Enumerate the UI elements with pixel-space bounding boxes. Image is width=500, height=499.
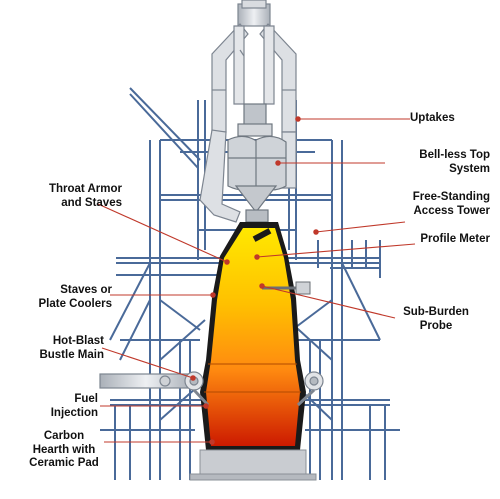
furnace-body bbox=[200, 222, 311, 450]
label-free-standing-tower: Free-Standing Access Tower bbox=[412, 191, 490, 217]
bellless-top-hoppers bbox=[227, 103, 287, 223]
leader-lines bbox=[97, 116, 416, 445]
label-profile-meter: Profile Meter bbox=[420, 233, 490, 245]
label-bellless-top-system: Bell-less Top System bbox=[419, 149, 490, 175]
label-staves-plate-coolers: Staves or Plate Coolers bbox=[38, 284, 113, 310]
uptakes-ducts bbox=[199, 0, 297, 223]
label-uptakes: Uptakes bbox=[410, 112, 455, 124]
bustle-main bbox=[99, 371, 324, 407]
label-throat-armor: Throat Armor and Staves bbox=[48, 183, 122, 209]
label-fuel-injection: Fuel Injection bbox=[50, 393, 98, 419]
hearth-base bbox=[189, 449, 317, 481]
label-carbon-hearth: Carbon Hearth with Ceramic Pad bbox=[29, 430, 99, 469]
label-sub-burden-probe: Sub-Burden Probe bbox=[403, 306, 469, 332]
label-hot-blast-bustle-main: Hot-Blast Bustle Main bbox=[39, 335, 104, 361]
